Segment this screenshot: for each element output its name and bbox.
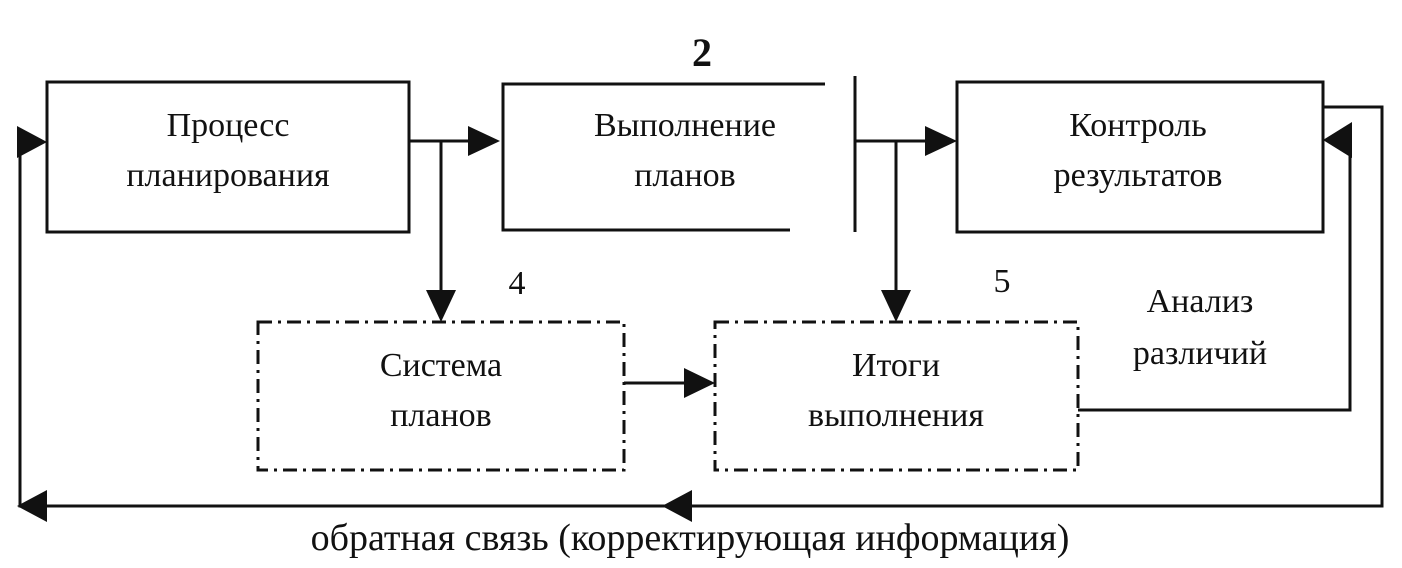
analysis-feedback-arrow xyxy=(1078,122,1352,412)
execution-box-line1: Выполнение xyxy=(594,107,776,144)
analysis-label-line2: различий xyxy=(1133,335,1267,372)
control-box-line1: Контроль xyxy=(1069,107,1206,144)
execution-box-line2: планов xyxy=(634,157,736,194)
control-box-line2: результатов xyxy=(1054,157,1223,194)
results-box-line2: выполнения xyxy=(808,397,984,434)
analysis-label-line1: Анализ xyxy=(1147,283,1254,320)
planning-to-execution-arrow xyxy=(409,126,500,156)
results-box-line1: Итоги xyxy=(852,347,940,384)
planning-box-line1: Процесс xyxy=(167,107,290,144)
results-control-box: Контроль результатов xyxy=(955,80,1325,234)
number-4-label: 4 xyxy=(509,265,526,302)
execution-to-results-arrow xyxy=(881,141,911,322)
outer-feedback-loop-arrow xyxy=(17,105,1384,522)
plan-system-line1: Система xyxy=(380,347,502,384)
plan-execution-box: Выполнение планов xyxy=(501,76,857,232)
execution-to-control-arrow xyxy=(855,126,957,156)
execution-results-box: Итоги выполнения xyxy=(713,320,1080,472)
number-5-label: 5 xyxy=(994,263,1011,300)
number-2-label: 2 xyxy=(692,30,712,75)
planning-process-box: Процесс планирования xyxy=(45,80,411,234)
plan-system-to-results-arrow xyxy=(624,368,715,398)
feedback-caption: обратная связь (корректирующая информаци… xyxy=(311,517,1070,559)
planning-to-plan-system-arrow xyxy=(426,141,456,322)
plan-system-box: Система планов xyxy=(256,320,626,472)
planning-box-line2: планирования xyxy=(126,157,330,194)
plan-system-line2: планов xyxy=(390,397,492,434)
